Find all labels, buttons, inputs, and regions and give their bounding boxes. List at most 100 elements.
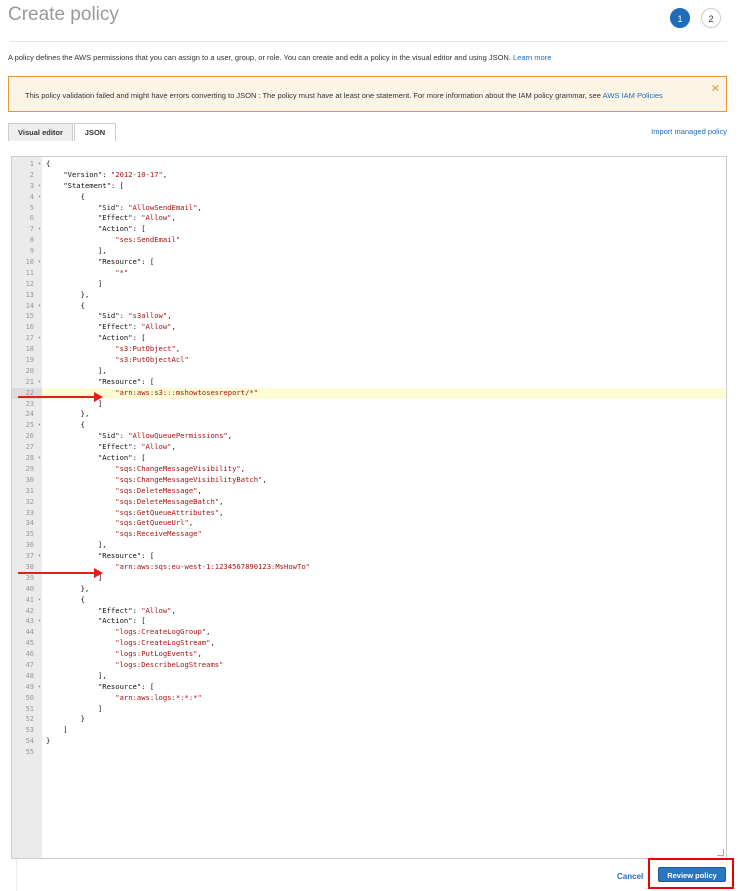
tab-json[interactable]: JSON: [74, 123, 116, 141]
code-line: 40 },: [12, 584, 726, 595]
line-number: 32: [25, 497, 34, 506]
resize-handle-icon[interactable]: [717, 849, 724, 856]
code-line: 43▾ "Action": [: [12, 616, 726, 627]
code-line: 28▾ "Action": [: [12, 453, 726, 464]
line-number: 17▾: [25, 334, 41, 343]
fold-arrow-icon[interactable]: ▾: [37, 553, 41, 560]
validation-warning: This policy validation failed and might …: [8, 76, 727, 112]
code-text: }: [46, 714, 85, 724]
code-text: "arn:aws:s3:::mshowtosesreport/*": [115, 387, 259, 397]
code-line: 26 "Sid": "AllowQueuePermissions",: [12, 431, 726, 442]
code-line: 32 "sqs:DeleteMessageBatch",: [12, 497, 726, 508]
code-line: 17▾ "Action": [: [12, 333, 726, 344]
code-line: 25▾ {: [12, 420, 726, 431]
line-number: 40: [25, 584, 34, 593]
learn-more-link[interactable]: Learn more: [513, 53, 552, 62]
line-number: 10▾: [25, 258, 41, 267]
review-policy-button[interactable]: Review policy: [658, 867, 726, 882]
fold-arrow-icon[interactable]: ▾: [37, 226, 41, 233]
close-icon[interactable]: ✕: [710, 83, 720, 95]
code-text: "Sid": "s3allow",: [97, 311, 172, 321]
warning-message: This policy validation failed and might …: [25, 91, 601, 100]
fold-arrow-icon[interactable]: ▾: [37, 422, 41, 429]
line-number: 33: [25, 508, 34, 517]
code-line: 14▾ {: [12, 301, 726, 312]
review-button-highlight: Review policy: [648, 858, 734, 889]
line-number: 1▾: [29, 160, 41, 168]
code-text: {: [46, 191, 85, 201]
code-line: 35 "sqs:ReceiveMessage": [12, 529, 726, 540]
annotation-arrow-s3-resource: [18, 392, 103, 402]
code-line: 48 ],: [12, 671, 726, 682]
code-text: "Resource": [: [97, 257, 155, 267]
code-line: 4▾ {: [12, 192, 726, 203]
code-text: ]: [46, 725, 68, 735]
code-text: ],: [46, 246, 107, 256]
fold-arrow-icon[interactable]: ▾: [37, 335, 41, 342]
fold-arrow-icon[interactable]: ▾: [37, 193, 41, 200]
code-text: "sqs:ChangeMessageVisibility",: [115, 463, 246, 473]
line-number: 54: [25, 737, 34, 746]
code-text: "Effect": "Allow",: [97, 322, 176, 332]
import-managed-policy-link[interactable]: Import managed policy: [651, 127, 727, 136]
step-indicator-1: 1: [670, 8, 690, 28]
code-text: "logs:CreateLogGroup",: [115, 627, 211, 637]
line-number: 5: [29, 203, 34, 212]
line-number: 15: [25, 312, 34, 321]
code-line: 9 ],: [12, 246, 726, 257]
line-number: 14▾: [25, 301, 41, 310]
tab-visual-editor[interactable]: Visual editor: [8, 123, 73, 141]
code-line: 37▾ "Resource": [: [12, 551, 726, 562]
line-number: 31: [25, 486, 34, 495]
fold-arrow-icon[interactable]: ▾: [37, 596, 41, 603]
line-number: 8: [29, 236, 34, 245]
line-number: 25▾: [25, 421, 41, 430]
line-number: 4▾: [29, 192, 41, 201]
iam-policies-link[interactable]: AWS IAM Policies: [602, 91, 663, 100]
code-line: 5 "Sid": "AllowSendEmail",: [12, 203, 726, 214]
code-line: 23 ]: [12, 399, 726, 410]
fold-arrow-icon[interactable]: ▾: [37, 182, 41, 189]
code-line: 33 "sqs:GetQueueAttributes",: [12, 508, 726, 519]
line-number: 47: [25, 660, 34, 669]
fold-arrow-icon[interactable]: ▾: [37, 302, 41, 309]
code-text: "Action": [: [97, 616, 146, 626]
code-text: "logs:DescribeLogStreams": [115, 659, 224, 669]
fold-arrow-icon[interactable]: ▾: [37, 259, 41, 266]
line-number: 22: [12, 387, 42, 399]
code-text: "Sid": "AllowSendEmail",: [97, 202, 202, 212]
code-text: "sqs:GetQueueUrl",: [115, 518, 194, 528]
fold-arrow-icon[interactable]: ▾: [37, 683, 41, 690]
line-number: 36: [25, 541, 34, 550]
code-line: 7▾ "Action": [: [12, 224, 726, 235]
fold-arrow-icon[interactable]: ▾: [37, 161, 41, 167]
fold-arrow-icon[interactable]: ▾: [37, 455, 41, 462]
code-line: 55: [12, 747, 726, 758]
code-text: ],: [46, 540, 107, 550]
line-number: 53: [25, 726, 34, 735]
code-line: 8 "ses:SendEmail": [12, 235, 726, 246]
line-number: 16: [25, 323, 34, 332]
code-line: 2 "Version": "2012-10-17",: [12, 170, 726, 181]
code-line: 36 ],: [12, 540, 726, 551]
line-number: 2: [29, 170, 34, 179]
code-line: 12 ]: [12, 279, 726, 290]
code-text: "sqs:DeleteMessageBatch",: [115, 496, 224, 506]
code-line: 13 },: [12, 290, 726, 301]
cancel-button[interactable]: Cancel: [617, 872, 644, 881]
code-text: "Version": "2012-10-17",: [63, 169, 168, 179]
line-number: 52: [25, 715, 34, 724]
line-number: 24: [25, 410, 34, 419]
code-line: 41▾ {: [12, 595, 726, 606]
line-number: 43▾: [25, 617, 41, 626]
line-number: 11: [25, 268, 34, 277]
header-divider: [10, 41, 727, 42]
line-number: 3▾: [29, 181, 41, 190]
annotation-arrow-sqs-resource: [18, 568, 103, 578]
code-line: 11 "*": [12, 268, 726, 279]
json-editor[interactable]: 1▾{2 "Version": "2012-10-17",3▾ "Stateme…: [11, 156, 727, 859]
code-line: 46 "logs:PutLogEvents",: [12, 649, 726, 660]
fold-arrow-icon[interactable]: ▾: [37, 618, 41, 625]
code-text: "Sid": "AllowQueuePermissions",: [97, 431, 233, 441]
fold-arrow-icon[interactable]: ▾: [37, 378, 41, 385]
